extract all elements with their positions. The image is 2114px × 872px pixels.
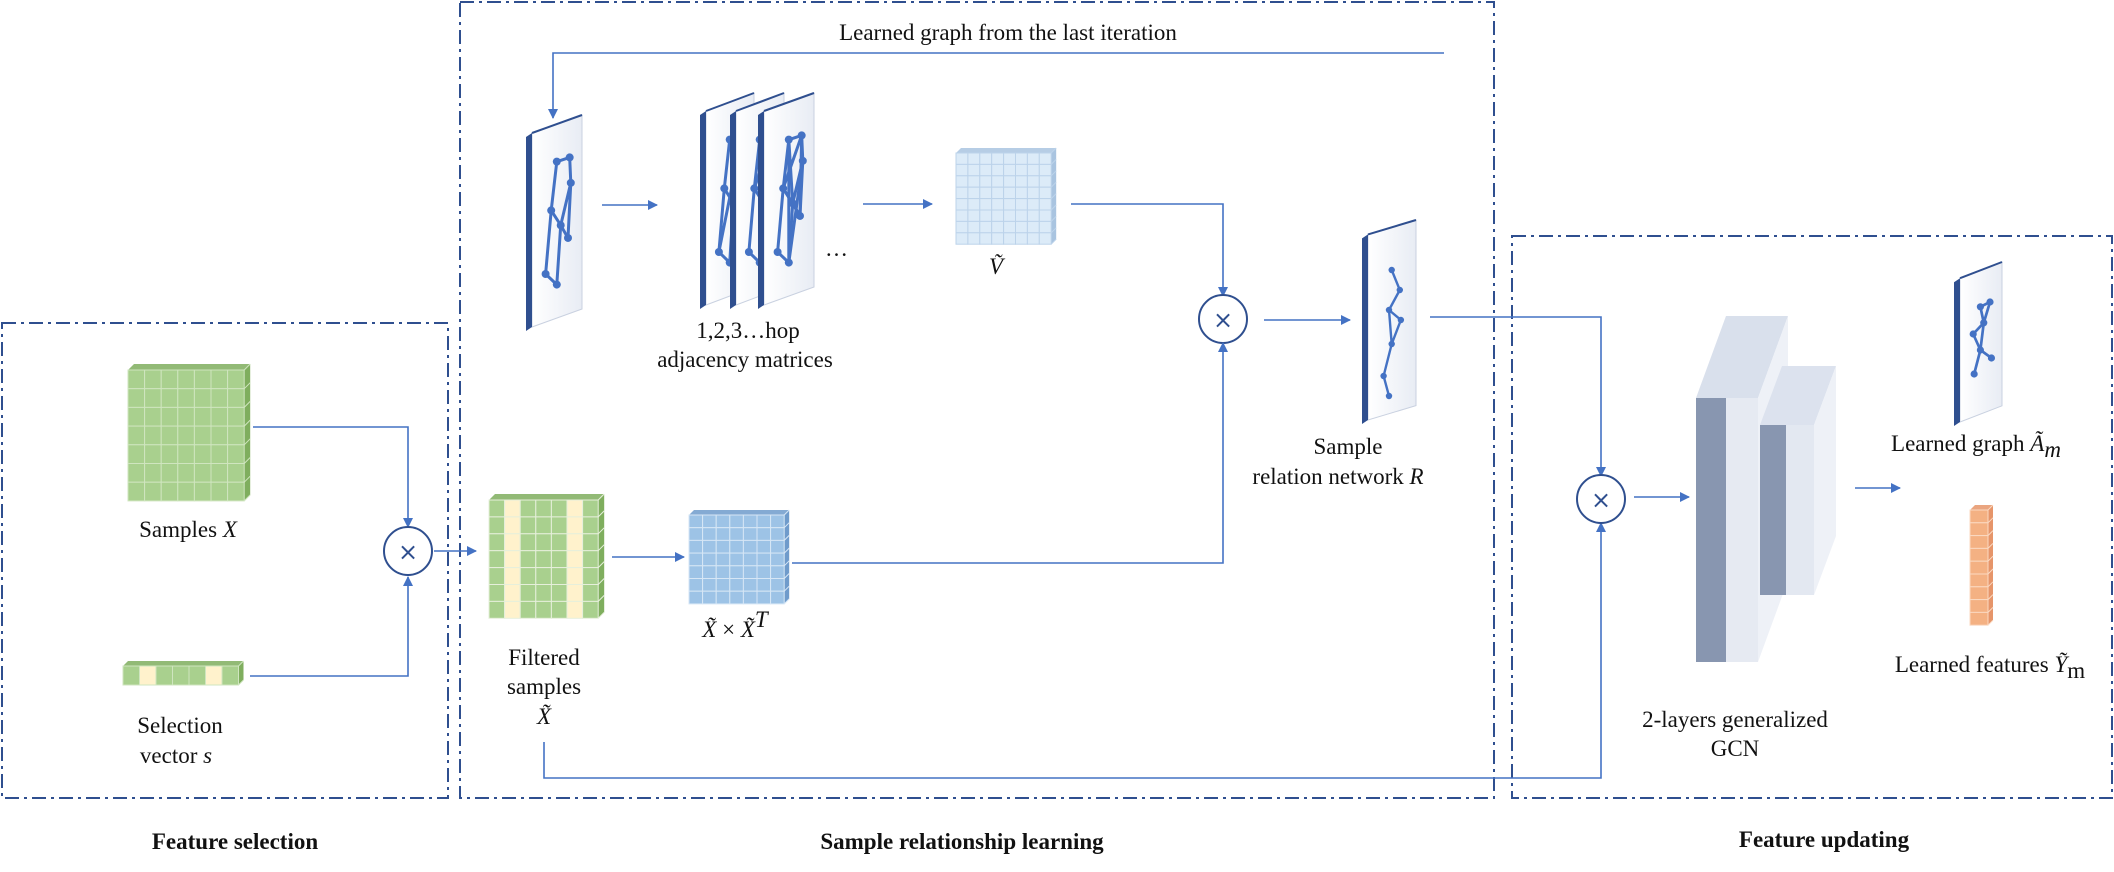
arrow-v-to-multiply (1071, 203, 1228, 297)
graph-panel-learned-output (1954, 261, 2003, 426)
arrow-filtered-to-gcn-multiply (543, 522, 1606, 779)
multiply-symbol-top: × (1213, 306, 1233, 334)
feature-updating-box (1511, 235, 2113, 799)
gcn-layer2-right (1814, 366, 1836, 595)
hop-ellipsis: … (825, 236, 848, 261)
v-tilde-matrix (955, 147, 1057, 245)
selection-vector (122, 660, 244, 686)
multiply-node-selection: × (383, 526, 433, 576)
arrow-s-to-multiply (250, 576, 413, 677)
graph-panel-learned-input (526, 114, 583, 331)
xxt-label: X̃ × X̃T (701, 607, 770, 642)
graph-panel-hop-1 (758, 92, 815, 309)
hop-label-line1: 1,2,3…hop (696, 318, 800, 343)
arrow-r-to-multiply (1430, 316, 1606, 477)
filtered-samples-matrix (488, 493, 605, 619)
learned-graph-label: Learned graph Ãm (1891, 430, 2061, 462)
gcn-label-line1: 2-layers generalized (1642, 707, 1828, 732)
section-title-feature-updating: Feature updating (1739, 827, 1910, 852)
feedback-label: Learned graph from the last iteration (839, 20, 1177, 45)
relation-network-label-line1: Sample (1314, 434, 1383, 459)
sample-relationship-box (459, 1, 1495, 799)
filtered-label-line2: samples (507, 674, 581, 699)
arrow-xxt-to-multiply (792, 342, 1228, 564)
v-tilde-label: Ṽ (989, 253, 1006, 279)
gcn-layer2-top (1760, 366, 1836, 425)
learned-features-label: Learned features Ỹm (1895, 652, 2085, 683)
graph-panel-relation-network (1362, 219, 1417, 424)
arrow-x-to-multiply (253, 426, 413, 528)
hop-label-line2: adjacency matrices (657, 347, 833, 372)
filtered-label-var: X̃ (536, 703, 552, 729)
multiply-node-top: × (1198, 294, 1248, 344)
feedback-arrow (548, 52, 1444, 119)
gcn-layer1-edge (1696, 398, 1726, 662)
multiply-symbol-selection: × (398, 538, 418, 566)
gcn-layer2-edge (1760, 425, 1786, 595)
selection-label-line1: Selection (137, 713, 223, 738)
gcn-label-line2: GCN (1711, 736, 1760, 761)
multiply-symbol-gcn: × (1591, 486, 1611, 514)
learned-features-vector (1969, 504, 1994, 626)
gcn-layers (1696, 316, 1836, 662)
selection-label-line2: vector s (140, 743, 212, 768)
multiply-node-gcn: × (1576, 474, 1626, 524)
section-title-feature-selection: Feature selection (152, 829, 318, 854)
gcn-layer1-top (1696, 316, 1788, 398)
xxt-matrix (688, 509, 790, 605)
filtered-label-line1: Filtered (508, 645, 580, 670)
section-title-sample-relationship: Sample relationship learning (820, 829, 1104, 854)
feature-selection-box (1, 322, 449, 799)
samples-matrix (127, 363, 251, 502)
samples-label: Samples X (139, 517, 238, 542)
relation-network-label-line2: relation network R (1252, 464, 1423, 489)
